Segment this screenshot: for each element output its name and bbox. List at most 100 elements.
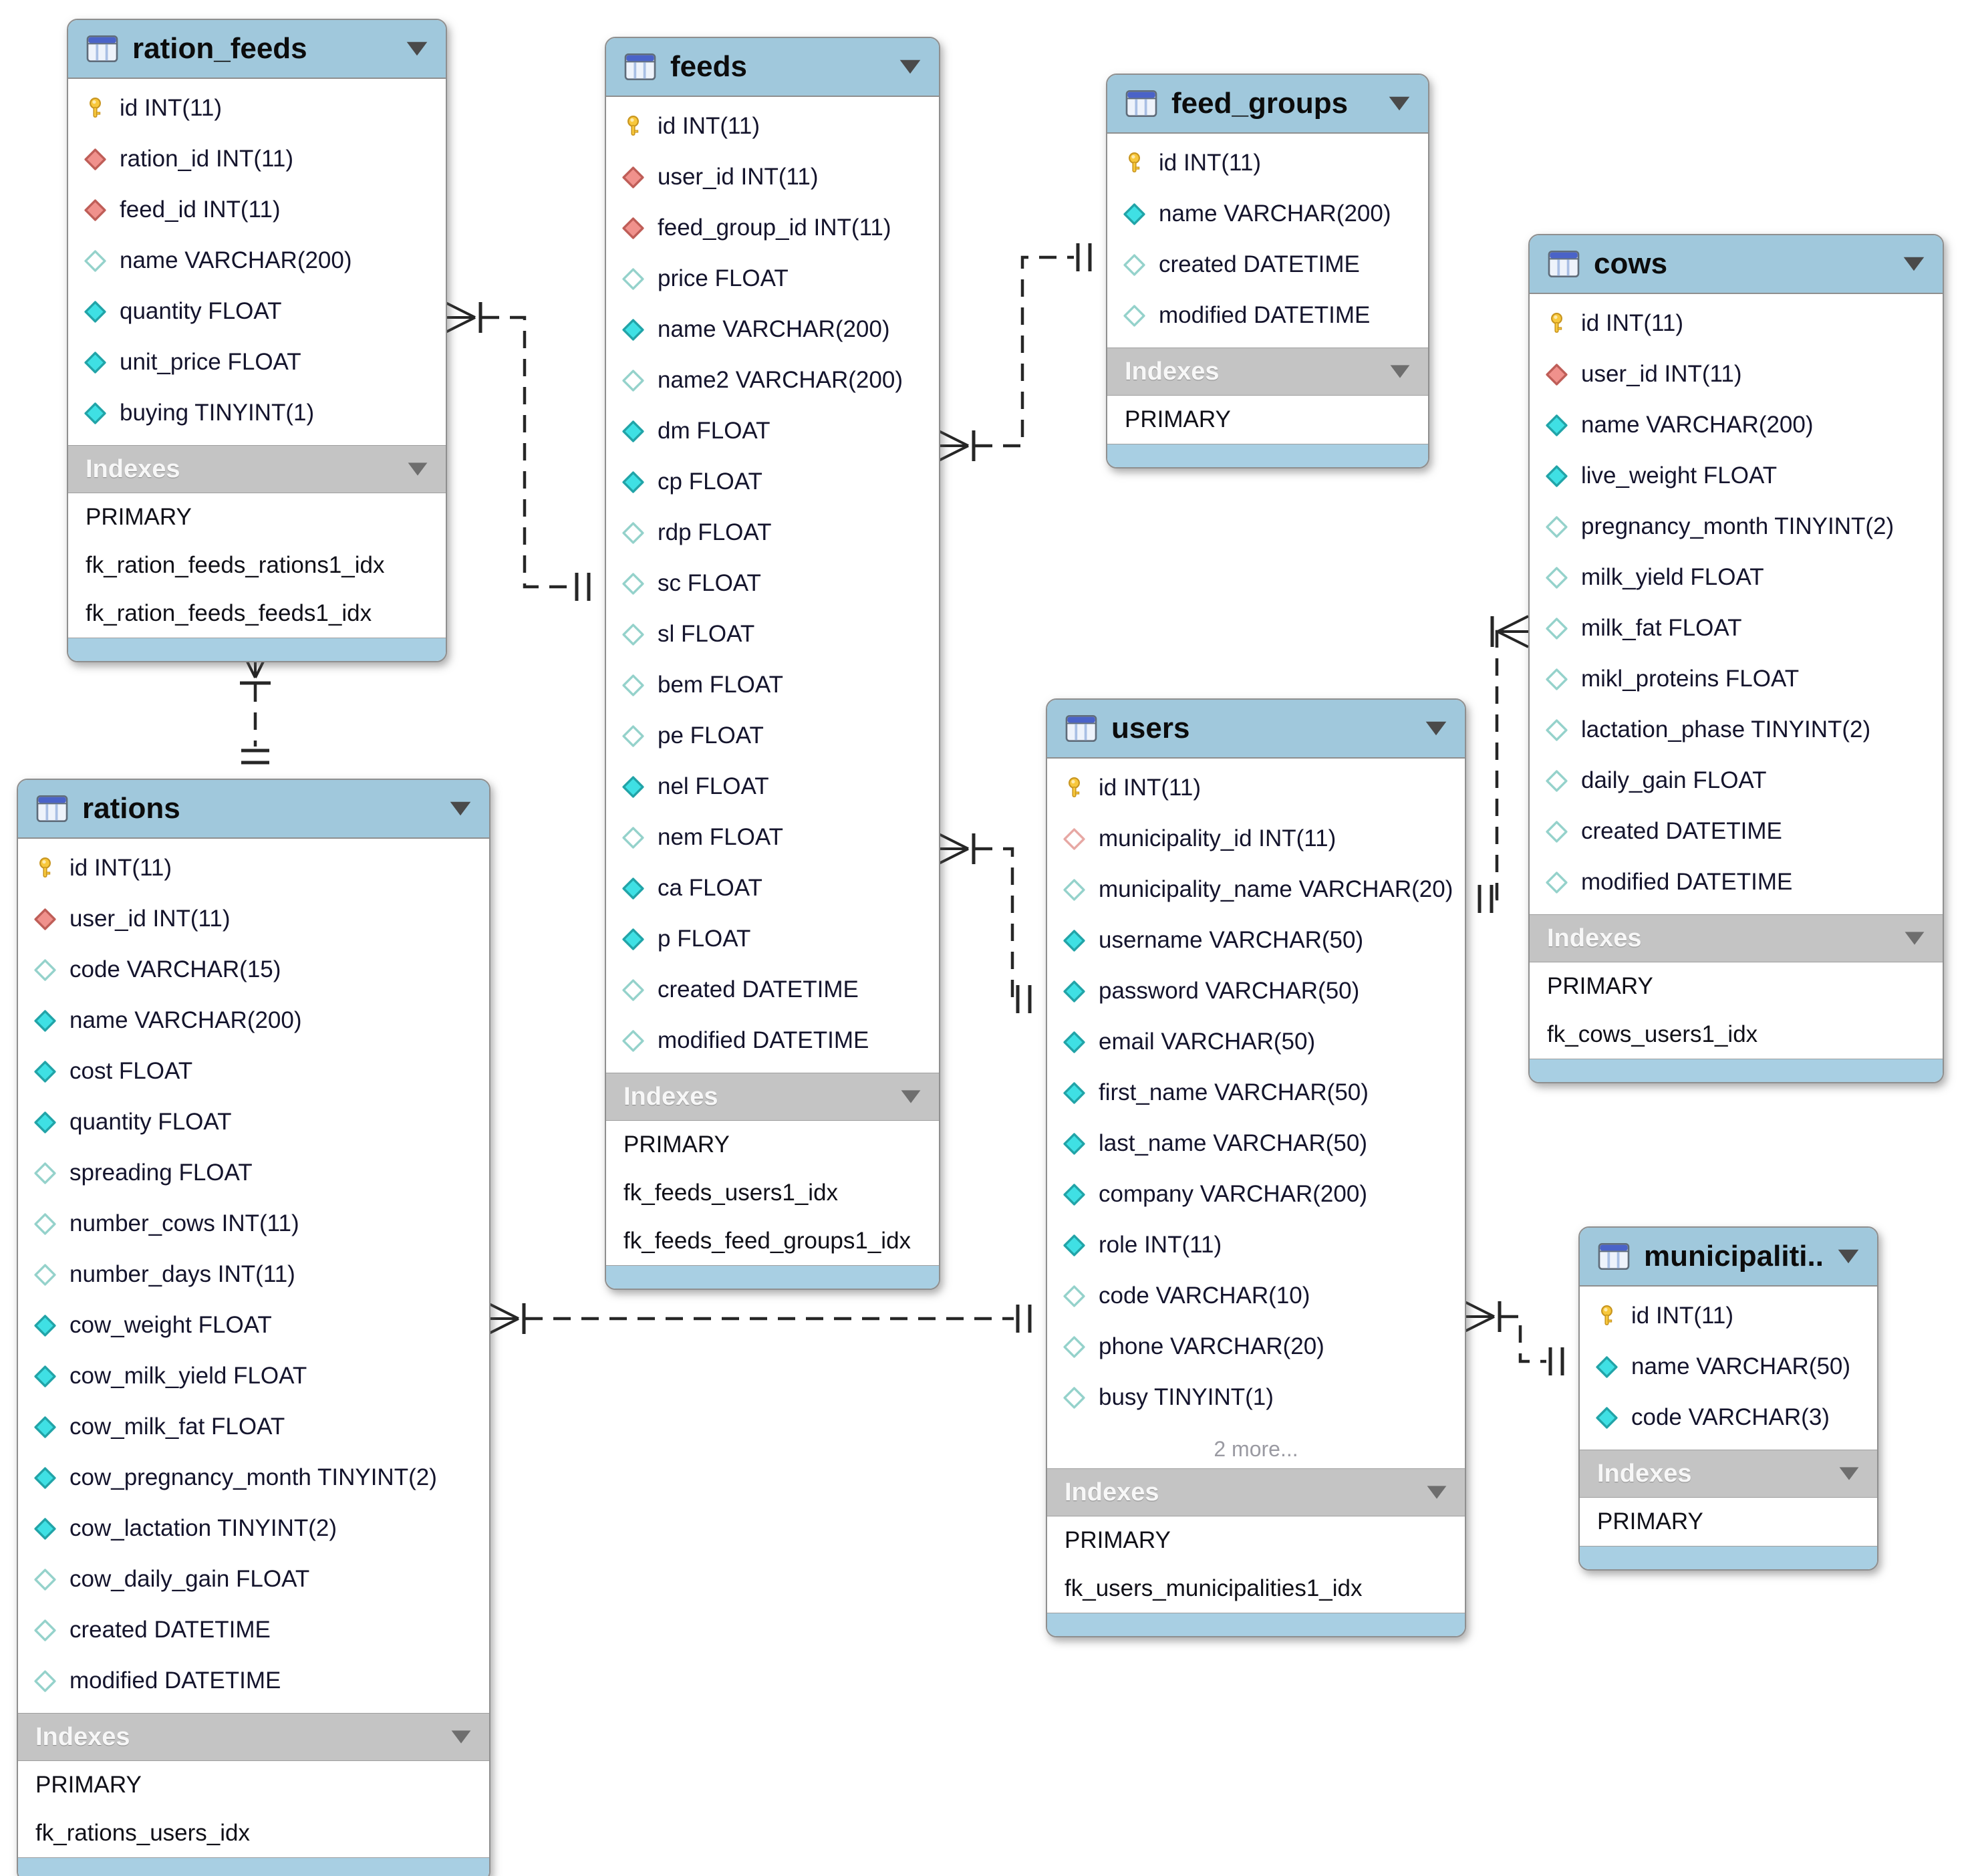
column-row[interactable]: bem FLOAT (606, 660, 939, 710)
index-row[interactable]: PRIMARY (1065, 1527, 1171, 1553)
column-row[interactable]: nem FLOAT (606, 812, 939, 863)
collapse-arrow-icon[interactable] (1425, 720, 1447, 737)
column-row[interactable]: cow_weight FLOAT (18, 1300, 489, 1351)
index-row[interactable]: fk_feeds_feed_groups1_idx (623, 1228, 911, 1254)
column-row[interactable]: lactation_phase TINYINT(2) (1530, 704, 1943, 755)
column-row[interactable]: ca FLOAT (606, 863, 939, 914)
column-row[interactable]: cow_milk_yield FLOAT (18, 1351, 489, 1401)
column-row[interactable]: user_id INT(11) (606, 152, 939, 203)
column-row[interactable]: id INT(11) (1107, 138, 1428, 188)
column-row[interactable]: milk_yield FLOAT (1530, 552, 1943, 603)
column-row[interactable]: dm FLOAT (606, 406, 939, 456)
index-row[interactable]: fk_users_municipalities1_idx (1065, 1575, 1363, 1601)
table-header-rations[interactable]: rations (18, 780, 489, 839)
relationship-ration_feeds-to-feeds[interactable] (444, 301, 591, 601)
indexes-collapse-arrow-icon[interactable] (1838, 1466, 1860, 1482)
collapse-arrow-icon[interactable] (1837, 1248, 1860, 1265)
column-row[interactable]: id INT(11) (606, 101, 939, 152)
table-header-cows[interactable]: cows (1530, 235, 1943, 294)
indexes-header[interactable]: Indexes (606, 1073, 939, 1121)
column-row[interactable]: busy TINYINT(1) (1047, 1372, 1465, 1423)
column-row[interactable]: pregnancy_month TINYINT(2) (1530, 501, 1943, 552)
column-row[interactable]: modified DATETIME (1530, 857, 1943, 908)
more-columns-row[interactable]: 2 more... (1214, 1436, 1298, 1461)
column-row[interactable]: company VARCHAR(200) (1047, 1169, 1465, 1220)
column-row[interactable]: created DATETIME (1530, 806, 1943, 857)
column-row[interactable]: cow_pregnancy_month TINYINT(2) (18, 1452, 489, 1503)
index-row[interactable]: fk_rations_users_idx (35, 1820, 250, 1846)
column-row[interactable]: cost FLOAT (18, 1046, 489, 1097)
column-row[interactable]: spreading FLOAT (18, 1148, 489, 1198)
indexes-header[interactable]: Indexes (1580, 1450, 1877, 1498)
column-row[interactable]: feed_id INT(11) (68, 184, 446, 235)
column-row[interactable]: modified DATETIME (606, 1015, 939, 1066)
column-row[interactable]: p FLOAT (606, 914, 939, 964)
column-row[interactable]: modified DATETIME (1107, 290, 1428, 341)
indexes-collapse-arrow-icon[interactable] (1389, 364, 1411, 380)
indexes-collapse-arrow-icon[interactable] (900, 1089, 922, 1105)
column-row[interactable]: cow_lactation TINYINT(2) (18, 1503, 489, 1554)
column-row[interactable]: number_cows INT(11) (18, 1198, 489, 1249)
index-row[interactable]: fk_ration_feeds_feeds1_idx (86, 600, 372, 626)
column-row[interactable]: name VARCHAR(50) (1580, 1341, 1877, 1392)
indexes-header[interactable]: Indexes (1530, 914, 1943, 962)
column-row[interactable]: unit_price FLOAT (68, 337, 446, 388)
column-row[interactable]: cp FLOAT (606, 456, 939, 507)
column-row[interactable]: name2 VARCHAR(200) (606, 355, 939, 406)
relationship-ration_feeds-to-rations[interactable] (239, 646, 272, 765)
index-row[interactable]: PRIMARY (1597, 1508, 1703, 1534)
index-row[interactable]: PRIMARY (1547, 973, 1653, 999)
column-row[interactable]: id INT(11) (18, 843, 489, 894)
relationship-users-to-municipalities[interactable] (1463, 1300, 1564, 1375)
column-row[interactable]: name VARCHAR(200) (18, 995, 489, 1046)
column-row[interactable]: id INT(11) (1580, 1291, 1877, 1341)
relationship-feeds-to-users[interactable] (937, 832, 1032, 1013)
column-row[interactable]: ration_id INT(11) (68, 134, 446, 184)
column-row[interactable]: id INT(11) (68, 83, 446, 134)
column-row[interactable]: name VARCHAR(200) (68, 235, 446, 286)
indexes-collapse-arrow-icon[interactable] (407, 461, 428, 477)
column-row[interactable]: last_name VARCHAR(50) (1047, 1118, 1465, 1169)
relationship-cows-to-users[interactable] (1478, 615, 1529, 913)
index-row[interactable]: PRIMARY (623, 1131, 730, 1158)
column-row[interactable]: username VARCHAR(50) (1047, 915, 1465, 966)
collapse-arrow-icon[interactable] (899, 58, 922, 76)
column-row[interactable]: sc FLOAT (606, 558, 939, 609)
column-row[interactable]: mikl_proteins FLOAT (1530, 654, 1943, 704)
column-row[interactable]: name VARCHAR(200) (1530, 400, 1943, 450)
column-row[interactable]: municipality_name VARCHAR(20) (1047, 864, 1465, 915)
column-row[interactable]: municipality_id INT(11) (1047, 813, 1465, 864)
index-row[interactable]: PRIMARY (35, 1772, 142, 1798)
table-municipalities[interactable]: municipaliti...id INT(11)name VARCHAR(50… (1578, 1226, 1878, 1571)
column-row[interactable]: code VARCHAR(15) (18, 944, 489, 995)
column-row[interactable]: phone VARCHAR(20) (1047, 1321, 1465, 1372)
column-row[interactable]: name VARCHAR(200) (1107, 188, 1428, 239)
column-row[interactable]: created DATETIME (18, 1605, 489, 1655)
column-row[interactable]: code VARCHAR(10) (1047, 1270, 1465, 1321)
column-row[interactable]: daily_gain FLOAT (1530, 755, 1943, 806)
column-row[interactable]: id INT(11) (1047, 763, 1465, 813)
indexes-header[interactable]: Indexes (68, 445, 446, 493)
table-header-feed_groups[interactable]: feed_groups (1107, 75, 1428, 134)
indexes-collapse-arrow-icon[interactable] (450, 1729, 472, 1745)
column-row[interactable]: number_days INT(11) (18, 1249, 489, 1300)
column-row[interactable]: quantity FLOAT (18, 1097, 489, 1148)
column-row[interactable]: cow_milk_fat FLOAT (18, 1401, 489, 1452)
column-row[interactable]: id INT(11) (1530, 298, 1943, 349)
table-header-ration_feeds[interactable]: ration_feeds (68, 20, 446, 79)
relationship-feeds-to-feed_groups[interactable] (937, 243, 1092, 462)
collapse-arrow-icon[interactable] (406, 40, 428, 57)
indexes-header[interactable]: Indexes (1047, 1468, 1465, 1516)
column-row[interactable]: role INT(11) (1047, 1220, 1465, 1270)
index-row[interactable]: fk_feeds_users1_idx (623, 1180, 839, 1206)
table-header-municipalities[interactable]: municipaliti... (1580, 1228, 1877, 1287)
column-row[interactable]: live_weight FLOAT (1530, 450, 1943, 501)
indexes-header[interactable]: Indexes (18, 1713, 489, 1761)
table-header-users[interactable]: users (1047, 700, 1465, 759)
table-header-feeds[interactable]: feeds (606, 38, 939, 97)
